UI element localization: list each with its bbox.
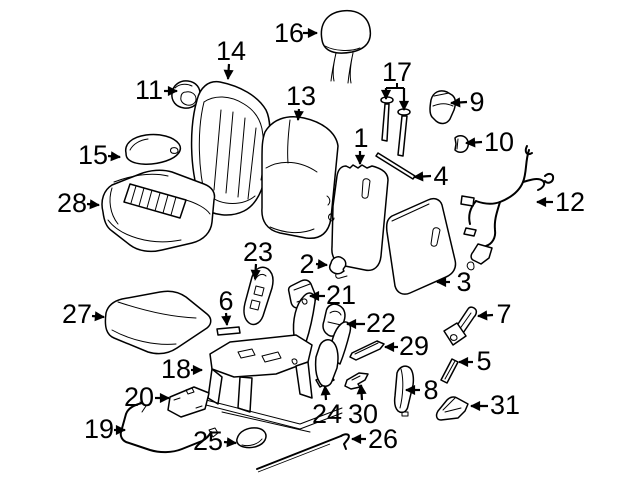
callout-7-label: 7 (496, 299, 511, 329)
part-recliner-side-cover (243, 266, 274, 326)
callout-27-label: 27 (62, 299, 92, 329)
callout-2-arrow (315, 259, 329, 270)
part-bezel-cover (429, 90, 457, 125)
callout-18-label: 18 (161, 354, 191, 384)
callout-30-arrow (356, 383, 367, 401)
callout-9-arrow (449, 97, 468, 108)
callout-31-label: 31 (490, 390, 520, 420)
callout-17-label: 17 (382, 57, 412, 87)
part-mounting-screws (380, 96, 411, 157)
callout-15-arrow (107, 151, 122, 162)
callout-3-label: 3 (456, 267, 471, 297)
callout-23-label: 23 (243, 237, 273, 267)
callout-13-arrow (293, 108, 304, 122)
part-headrest (320, 9, 372, 84)
callout-28-label: 28 (57, 188, 87, 218)
callout-27-arrow (91, 311, 106, 322)
part-track-end-cover (236, 427, 267, 449)
callout-10-arrow (464, 137, 483, 148)
part-seat-belt-buckle (443, 306, 478, 346)
part-clip (328, 256, 347, 275)
part-seat-back-board (385, 197, 457, 295)
callout-14-label: 14 (216, 36, 246, 66)
callout-11-label: 11 (135, 75, 163, 105)
callout-12-label: 12 (555, 187, 585, 217)
callout-29-label: 29 (399, 331, 429, 361)
part-trim-strip-2 (349, 340, 385, 361)
part-cushion-cover (104, 290, 212, 355)
part-trim-strip-small (440, 358, 459, 384)
callout-26-label: 26 (368, 424, 398, 454)
callout-13-label: 13 (286, 81, 316, 111)
callout-22-label: 22 (366, 308, 396, 338)
callout-24-label: 24 (312, 399, 342, 429)
callout-7-arrow (476, 310, 494, 321)
part-support-wire (119, 401, 219, 454)
callout-2-label: 2 (299, 249, 314, 279)
callout-9-label: 9 (469, 87, 484, 117)
callout-21-label: 21 (326, 280, 356, 310)
callout-25-label: 25 (193, 426, 223, 456)
callout-4-arrow (412, 171, 432, 182)
part-clip-2 (344, 372, 369, 390)
callout-28-arrow (86, 199, 101, 210)
callout-5-label: 5 (476, 346, 491, 376)
callout-8-label: 8 (423, 375, 438, 405)
part-seat-cushion (101, 169, 216, 253)
part-seat-back-cover (261, 116, 339, 240)
callout-23-arrow (250, 263, 261, 281)
callout-6-arrow (221, 312, 232, 327)
part-side-shield (393, 365, 415, 417)
part-armrest-lid (124, 133, 182, 165)
part-bolster-pad (314, 339, 339, 387)
callout-24-arrow (320, 384, 331, 401)
callout-19-label: 19 (84, 414, 114, 444)
callout-25-arrow (223, 437, 238, 448)
callout-6-label: 6 (218, 286, 233, 316)
part-torsion-rod (256, 433, 350, 473)
callout-14-arrow (223, 63, 234, 81)
part-pad (167, 386, 210, 418)
callout-15-label: 15 (78, 140, 108, 170)
callout-10-label: 10 (484, 127, 514, 157)
callout-16-label: 16 (274, 18, 304, 48)
part-trim-plate (216, 326, 241, 336)
callout-30-label: 30 (348, 399, 378, 429)
part-bracket (435, 396, 469, 421)
callout-4-label: 4 (433, 161, 448, 191)
part-wiring-harness (460, 145, 555, 271)
callout-20-label: 20 (124, 382, 154, 412)
callout-1-label: 1 (353, 123, 368, 153)
